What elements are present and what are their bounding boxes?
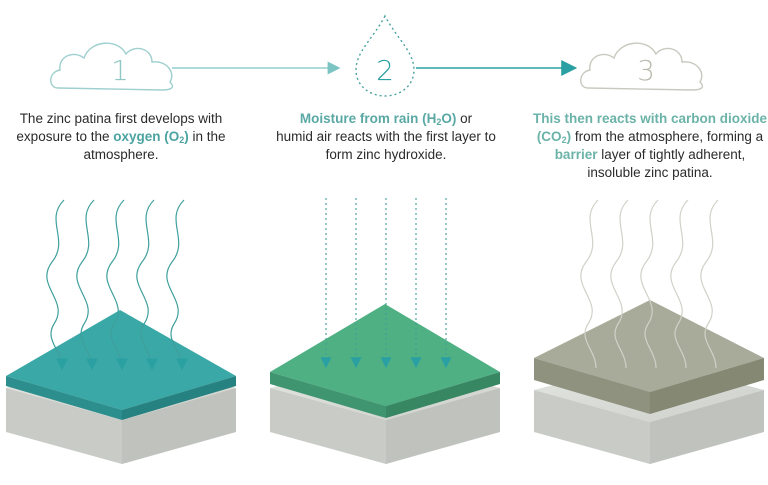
caption-text: from the atmosphere, forming a — [571, 129, 764, 144]
cloud-icon — [50, 42, 174, 91]
highlight-oxygen: oxygen (O2) — [113, 129, 189, 145]
cloud-icon — [580, 42, 704, 91]
co2-arrows — [580, 199, 719, 369]
slab-3 — [534, 300, 764, 464]
droplet-icon — [355, 14, 415, 97]
step-1-caption: The zinc patina first develops with expo… — [2, 110, 240, 164]
oxygen-arrows — [46, 199, 188, 371]
caption-text: The zinc patina first develops with expo… — [16, 111, 223, 144]
slab-1 — [6, 310, 236, 464]
rain-arrows — [320, 198, 452, 369]
highlight-barrier: barrier — [554, 147, 598, 162]
caption-text: layer of tightly adherent, insoluble zin… — [587, 147, 746, 180]
caption-text: humid air reacts with the first layer to… — [276, 129, 496, 162]
highlight-moisture: Moisture from rain (H2O) — [299, 111, 457, 127]
step-number-3: 3 — [637, 54, 655, 87]
highlight-co2: This then reacts with carbon dioxide (CO… — [532, 111, 768, 145]
caption-text: or — [456, 111, 473, 126]
step-number-1: 1 — [111, 54, 129, 87]
step-number-2: 2 — [376, 54, 394, 87]
slab-2 — [270, 304, 500, 464]
step-2-caption: Moisture from rain (H2O) or humid air re… — [272, 110, 500, 164]
step-3-caption: This then reacts with carbon dioxide (CO… — [532, 110, 768, 182]
caption-text: in the atmosphere. — [83, 129, 226, 162]
